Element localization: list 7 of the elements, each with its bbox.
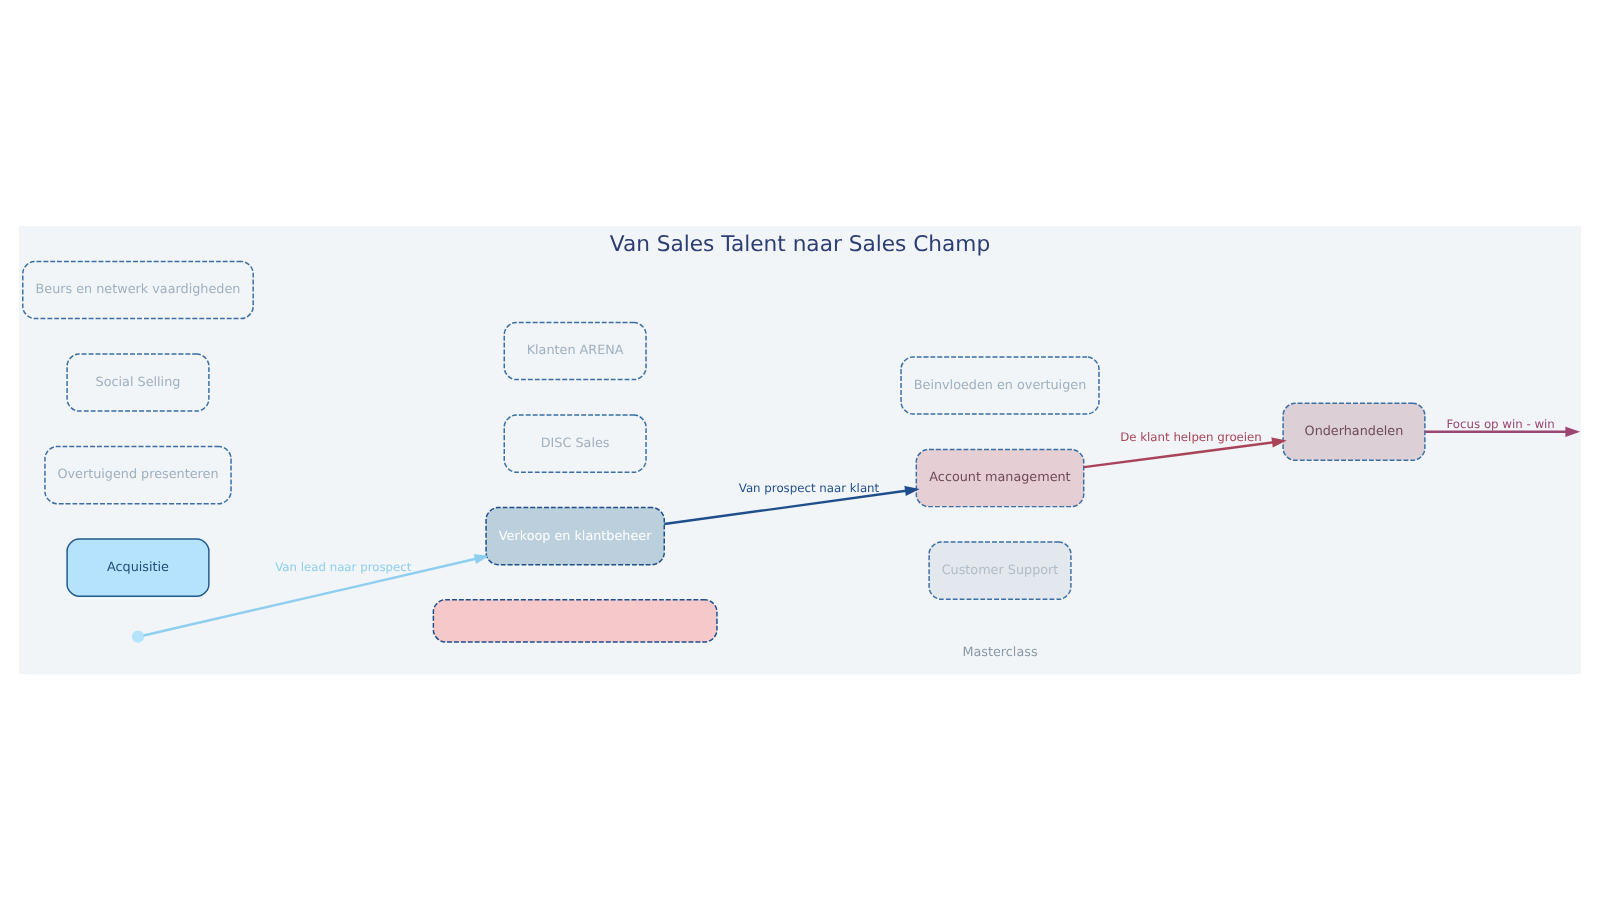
arrow	[1083, 437, 1287, 469]
diagram-title: Van Sales Talent naar Sales Champ	[609, 231, 991, 258]
node-box	[432, 598, 718, 643]
arrow	[1425, 426, 1581, 437]
arrow	[143, 554, 490, 637]
arrow	[664, 485, 920, 526]
node-circle	[131, 630, 145, 643]
